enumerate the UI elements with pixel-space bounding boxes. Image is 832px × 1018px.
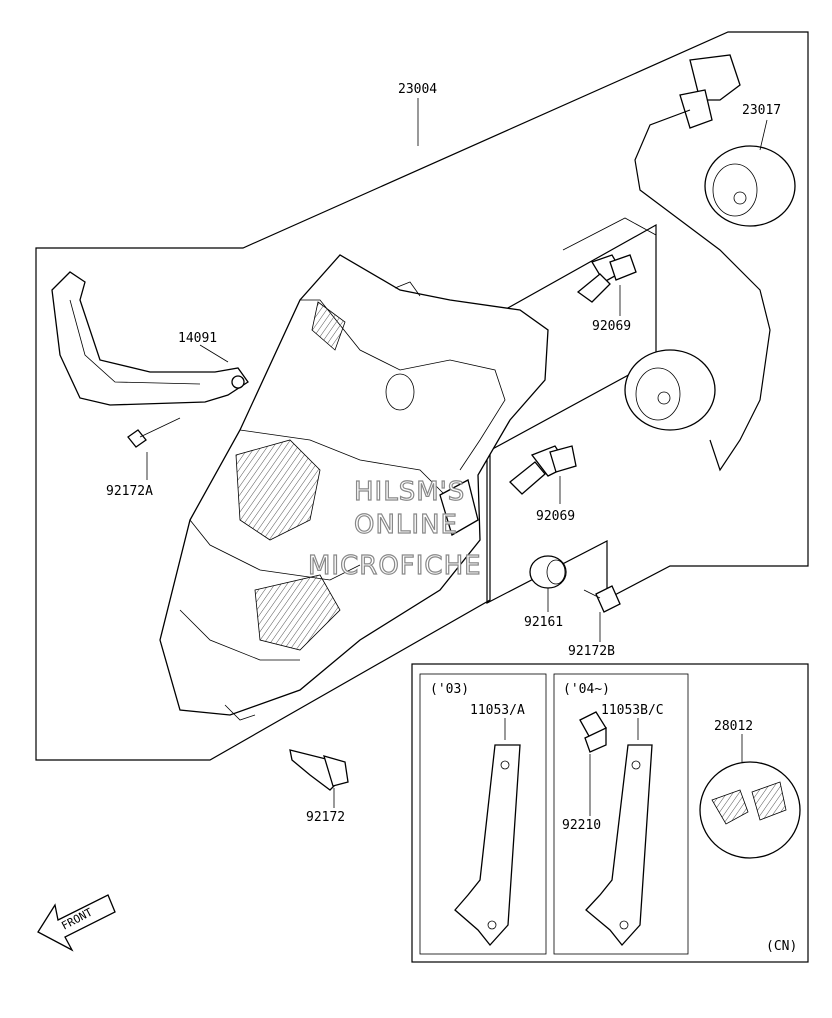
bolt-92172 xyxy=(289,749,349,791)
label-28012: 28012 xyxy=(714,719,753,734)
bulb-upper-92069 xyxy=(576,254,637,303)
front-arrow: FRONT xyxy=(37,894,116,952)
label-92172: 92172 xyxy=(306,810,345,825)
label-92069-lower: 92069 xyxy=(536,509,575,524)
label-92172B: 92172B xyxy=(568,644,615,659)
label-92210: 92210 xyxy=(562,818,601,833)
grommet-92161 xyxy=(529,555,567,589)
bracket-14091 xyxy=(51,271,249,406)
stay-11053A xyxy=(454,744,521,947)
assembly-boundary-23004 xyxy=(35,31,809,761)
screw-92172A xyxy=(127,417,181,448)
part-labels: 23004 23017 14091 92172A 92069 92069 921… xyxy=(106,82,797,954)
label-year-04: ('04~) xyxy=(563,682,610,697)
bulb-group-boundary xyxy=(562,217,657,251)
headlight-body xyxy=(159,254,549,721)
label-23004: 23004 xyxy=(398,82,437,97)
nut-92210 xyxy=(579,711,607,753)
watermark-line-1: HILSM'S xyxy=(354,477,465,507)
label-11053A: 11053/A xyxy=(470,703,525,718)
watermark: HILSM'S ONLINE MICROFICHE xyxy=(307,476,482,581)
label-14091: 14091 xyxy=(178,331,217,346)
stay-11053BC xyxy=(585,744,653,947)
label-92172A: 92172A xyxy=(106,484,153,499)
leader-lines xyxy=(146,98,768,816)
label-year-03: ('03) xyxy=(430,682,469,697)
label-11053BC: 11053B/C xyxy=(601,703,664,718)
reflector-28012 xyxy=(699,761,801,859)
label-23017: 23017 xyxy=(742,103,781,118)
bulb-lower-92069 xyxy=(509,445,577,495)
stay-box xyxy=(411,663,809,963)
label-cn: (CN) xyxy=(766,939,797,954)
socket-wire-23017 xyxy=(624,54,796,472)
bolt-92172B xyxy=(583,585,621,613)
watermark-line-2: ONLINE xyxy=(354,510,458,540)
watermark-line-3: MICROFICHE xyxy=(308,551,482,581)
label-92161: 92161 xyxy=(524,615,563,630)
stay-box-04 xyxy=(553,673,689,955)
stay-box-03 xyxy=(419,673,547,955)
label-92069-upper: 92069 xyxy=(592,319,631,334)
